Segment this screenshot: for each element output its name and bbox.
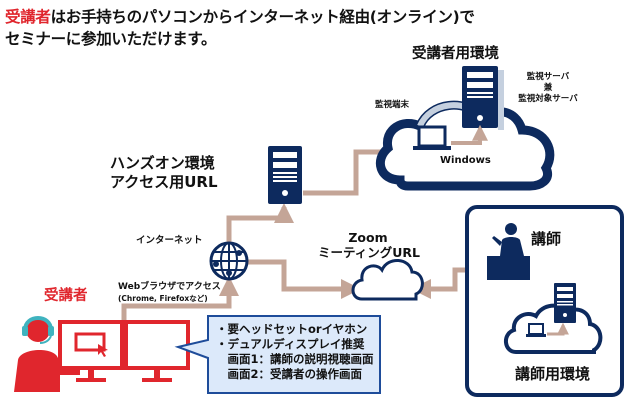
monitor-server-label: 監視サーバ 兼 監視対象サーバ bbox=[508, 72, 588, 105]
headline-line-1: 受講者はお手持ちのパソコンからインターネット経由(オンライン)で bbox=[5, 6, 475, 28]
internet-label: インターネット bbox=[136, 235, 203, 246]
handson-title-line-1: ハンズオン環境 bbox=[110, 154, 215, 172]
student-monitor-1-icon bbox=[58, 320, 124, 382]
zoom-label-line-1: Zoom bbox=[348, 230, 388, 245]
browser-label: Webブラウザでアクセス (Chrome, Firefoxなど) bbox=[118, 282, 221, 304]
windows-label: Windows bbox=[440, 155, 491, 166]
callout-line-3: 画面1：講師の説明視聴画面 bbox=[216, 352, 374, 366]
callout-bubble bbox=[174, 315, 381, 394]
instructor-env-server-icon bbox=[554, 283, 576, 323]
monitor-server-label-line-3: 監視対象サーバ bbox=[518, 94, 578, 104]
zoom-cloud-icon bbox=[351, 259, 424, 301]
headline: 受講者はお手持ちのパソコンからインターネット経由(オンライン)で セミナーに参加… bbox=[5, 6, 475, 50]
instructor-env-title: 講師用環境 bbox=[515, 365, 591, 383]
student-env-title: 受講者用環境 bbox=[412, 46, 499, 62]
student-env-internal-arrow-icon bbox=[451, 124, 488, 145]
student-headset-user-icon bbox=[14, 316, 80, 392]
student-label: 受講者 bbox=[44, 288, 88, 304]
monitor-terminal-label: 監視端末 bbox=[375, 100, 410, 110]
callout-line-4: 画面2：受講者の操作画面 bbox=[216, 367, 363, 381]
handson-title-line-2: アクセス用URL bbox=[110, 173, 218, 191]
presenter-icon bbox=[487, 223, 530, 280]
instructor-env-internal-arrow-icon bbox=[547, 322, 569, 336]
zoom-label-line-2: ミーティングURL bbox=[318, 245, 420, 260]
instructor-label: 講師 bbox=[531, 230, 562, 248]
instructor-env-laptop-icon bbox=[526, 323, 546, 337]
callout-line-2: ・デュアルディスプレイ推奨 bbox=[216, 337, 365, 351]
student-env-server-icon bbox=[462, 66, 504, 130]
headline-accent: 受講者 bbox=[5, 8, 51, 26]
monitor-server-label-line-1: 監視サーバ bbox=[526, 72, 570, 82]
handson-server-icon bbox=[268, 146, 302, 204]
internet-globe-icon bbox=[209, 241, 249, 281]
callout-text: ・要ヘッドセットorイヤホン ・デュアルディスプレイ推奨 画面1：講師の説明視聴… bbox=[216, 322, 374, 382]
browser-label-line-2: (Chrome, Firefoxなど) bbox=[118, 294, 208, 303]
student-env-laptop-icon bbox=[413, 125, 451, 150]
monitor-server-label-line-2: 兼 bbox=[543, 83, 553, 93]
headline-line-1-text: はお手持ちのパソコンからインターネット経由(オンライン)で bbox=[50, 8, 475, 26]
headline-line-2: セミナーに参加いただけます。 bbox=[5, 30, 217, 48]
handson-title: ハンズオン環境 アクセス用URL bbox=[110, 154, 218, 192]
callout-line-1: ・要ヘッドセットorイヤホン bbox=[216, 322, 368, 336]
zoom-label: Zoom ミーティングURL bbox=[318, 230, 420, 260]
connector-student-to-internet bbox=[121, 276, 239, 333]
connector-internet-to-handson bbox=[226, 203, 294, 242]
connector-internet-to-zoom bbox=[246, 259, 361, 299]
student-monitor-2-icon bbox=[124, 320, 190, 382]
browser-label-line-1: Webブラウザでアクセス bbox=[118, 282, 221, 292]
